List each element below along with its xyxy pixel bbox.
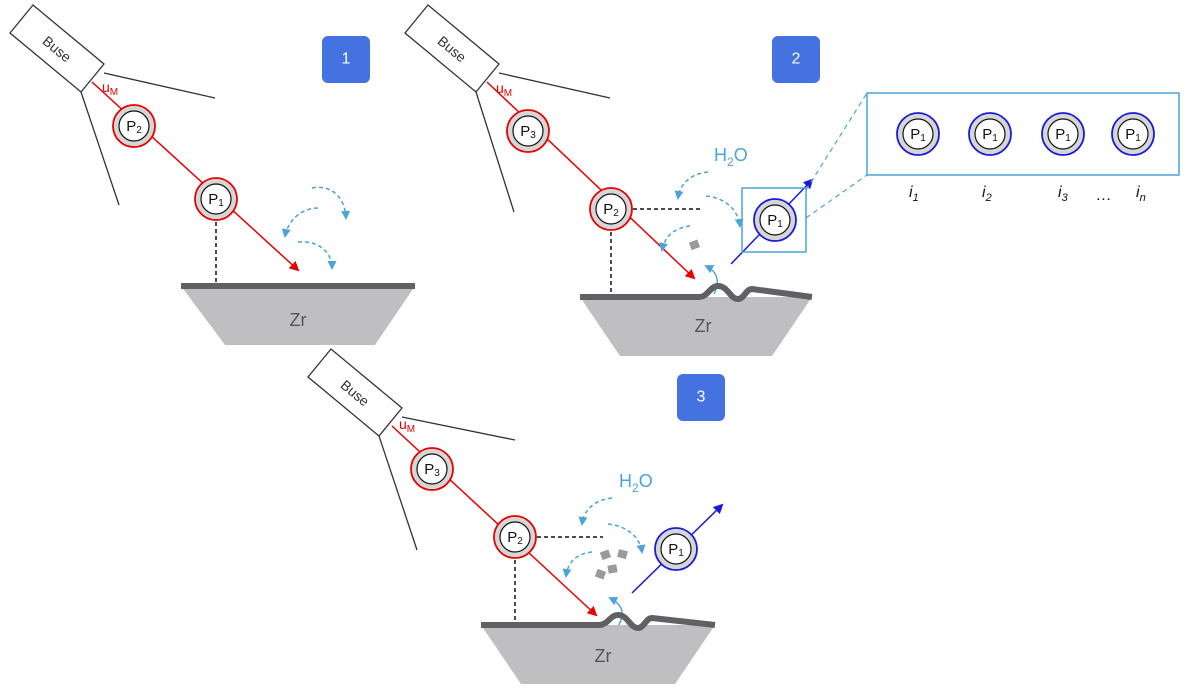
- svg-text:Zr: Zr: [290, 310, 307, 330]
- impact-index-n: in: [1136, 184, 1146, 204]
- particle-p3: P3: [506, 109, 550, 153]
- svg-text:P3: P3: [424, 461, 440, 479]
- velocity-label: uM: [496, 80, 512, 99]
- zoom-connector: [805, 174, 868, 219]
- impact-index-3: i3: [1058, 184, 1069, 204]
- nozzle: Buse: [9, 4, 216, 206]
- svg-text:P2: P2: [126, 118, 142, 136]
- velocity-label: uM: [102, 79, 118, 98]
- particle-p1-rebound: P1: [753, 198, 797, 242]
- step-badge-1: 1: [322, 36, 370, 83]
- nozzle: Buse: [307, 348, 516, 551]
- panel-step-2: 2 Buse uM P3 P2 H2O: [404, 4, 820, 356]
- panel-step-3: 3 Buse uM P3 P2 H2O: [307, 348, 725, 684]
- svg-text:P2: P2: [603, 201, 619, 219]
- svg-text:3: 3: [697, 389, 706, 406]
- particle-p3: P3: [410, 447, 454, 491]
- particle-p1-rebound: P1: [654, 527, 698, 571]
- rebound-arrow: [608, 597, 623, 627]
- svg-text:P1: P1: [1125, 126, 1141, 144]
- inset-particle-3: P1: [1041, 112, 1085, 156]
- svg-text:2: 2: [792, 51, 801, 68]
- water-label: H2O: [714, 145, 748, 169]
- zoom-connector: [805, 92, 868, 191]
- substrate: Zr: [481, 612, 716, 684]
- svg-text:P1: P1: [982, 126, 998, 144]
- svg-text:P1: P1: [1055, 126, 1071, 144]
- svg-text:P1: P1: [767, 212, 783, 230]
- particle-p2: P2: [589, 187, 633, 231]
- inset-particle-1: P1: [896, 112, 940, 156]
- panel-step-1: 1 Buse uM P2 P1 Zr: [9, 4, 415, 345]
- svg-text:Zr: Zr: [695, 316, 712, 336]
- inset-particle-2: P1: [968, 112, 1012, 156]
- substrate: Zr: [580, 283, 813, 356]
- svg-text:1: 1: [342, 51, 351, 68]
- impact-sequence-inset: P1 P1 P1 P1 i1 i2 i3 … in: [805, 92, 1180, 219]
- impact-index-2: i2: [982, 184, 992, 204]
- step-badge-2: 2: [772, 36, 820, 83]
- impact-index-1: i1: [909, 184, 919, 204]
- zoom-frame: [741, 187, 807, 253]
- substrate: Zr: [181, 283, 415, 345]
- inset-particle-n: P1: [1111, 112, 1155, 156]
- rebound-arrow: [704, 265, 719, 295]
- nozzle: Buse: [404, 4, 611, 213]
- svg-text:P1: P1: [910, 126, 926, 144]
- particle-p1: P1: [194, 177, 238, 221]
- debris-fragments: [594, 549, 628, 580]
- svg-text:Zr: Zr: [595, 646, 612, 666]
- svg-text:P1: P1: [208, 191, 224, 209]
- svg-text:P1: P1: [668, 541, 684, 559]
- velocity-label: uM: [399, 416, 415, 435]
- svg-text:P3: P3: [520, 123, 536, 141]
- impact-ellipsis: …: [1096, 187, 1112, 204]
- debris-fragment: [688, 239, 701, 251]
- water-flow-arrows: [659, 171, 744, 252]
- water-flow-arrows: [562, 497, 646, 578]
- particle-p2: P2: [112, 104, 156, 148]
- water-flow-arrows: [281, 186, 351, 270]
- water-label: H2O: [619, 471, 653, 495]
- svg-text:P2: P2: [507, 529, 523, 547]
- particle-p2: P2: [493, 515, 537, 559]
- step-badge-3: 3: [677, 374, 725, 421]
